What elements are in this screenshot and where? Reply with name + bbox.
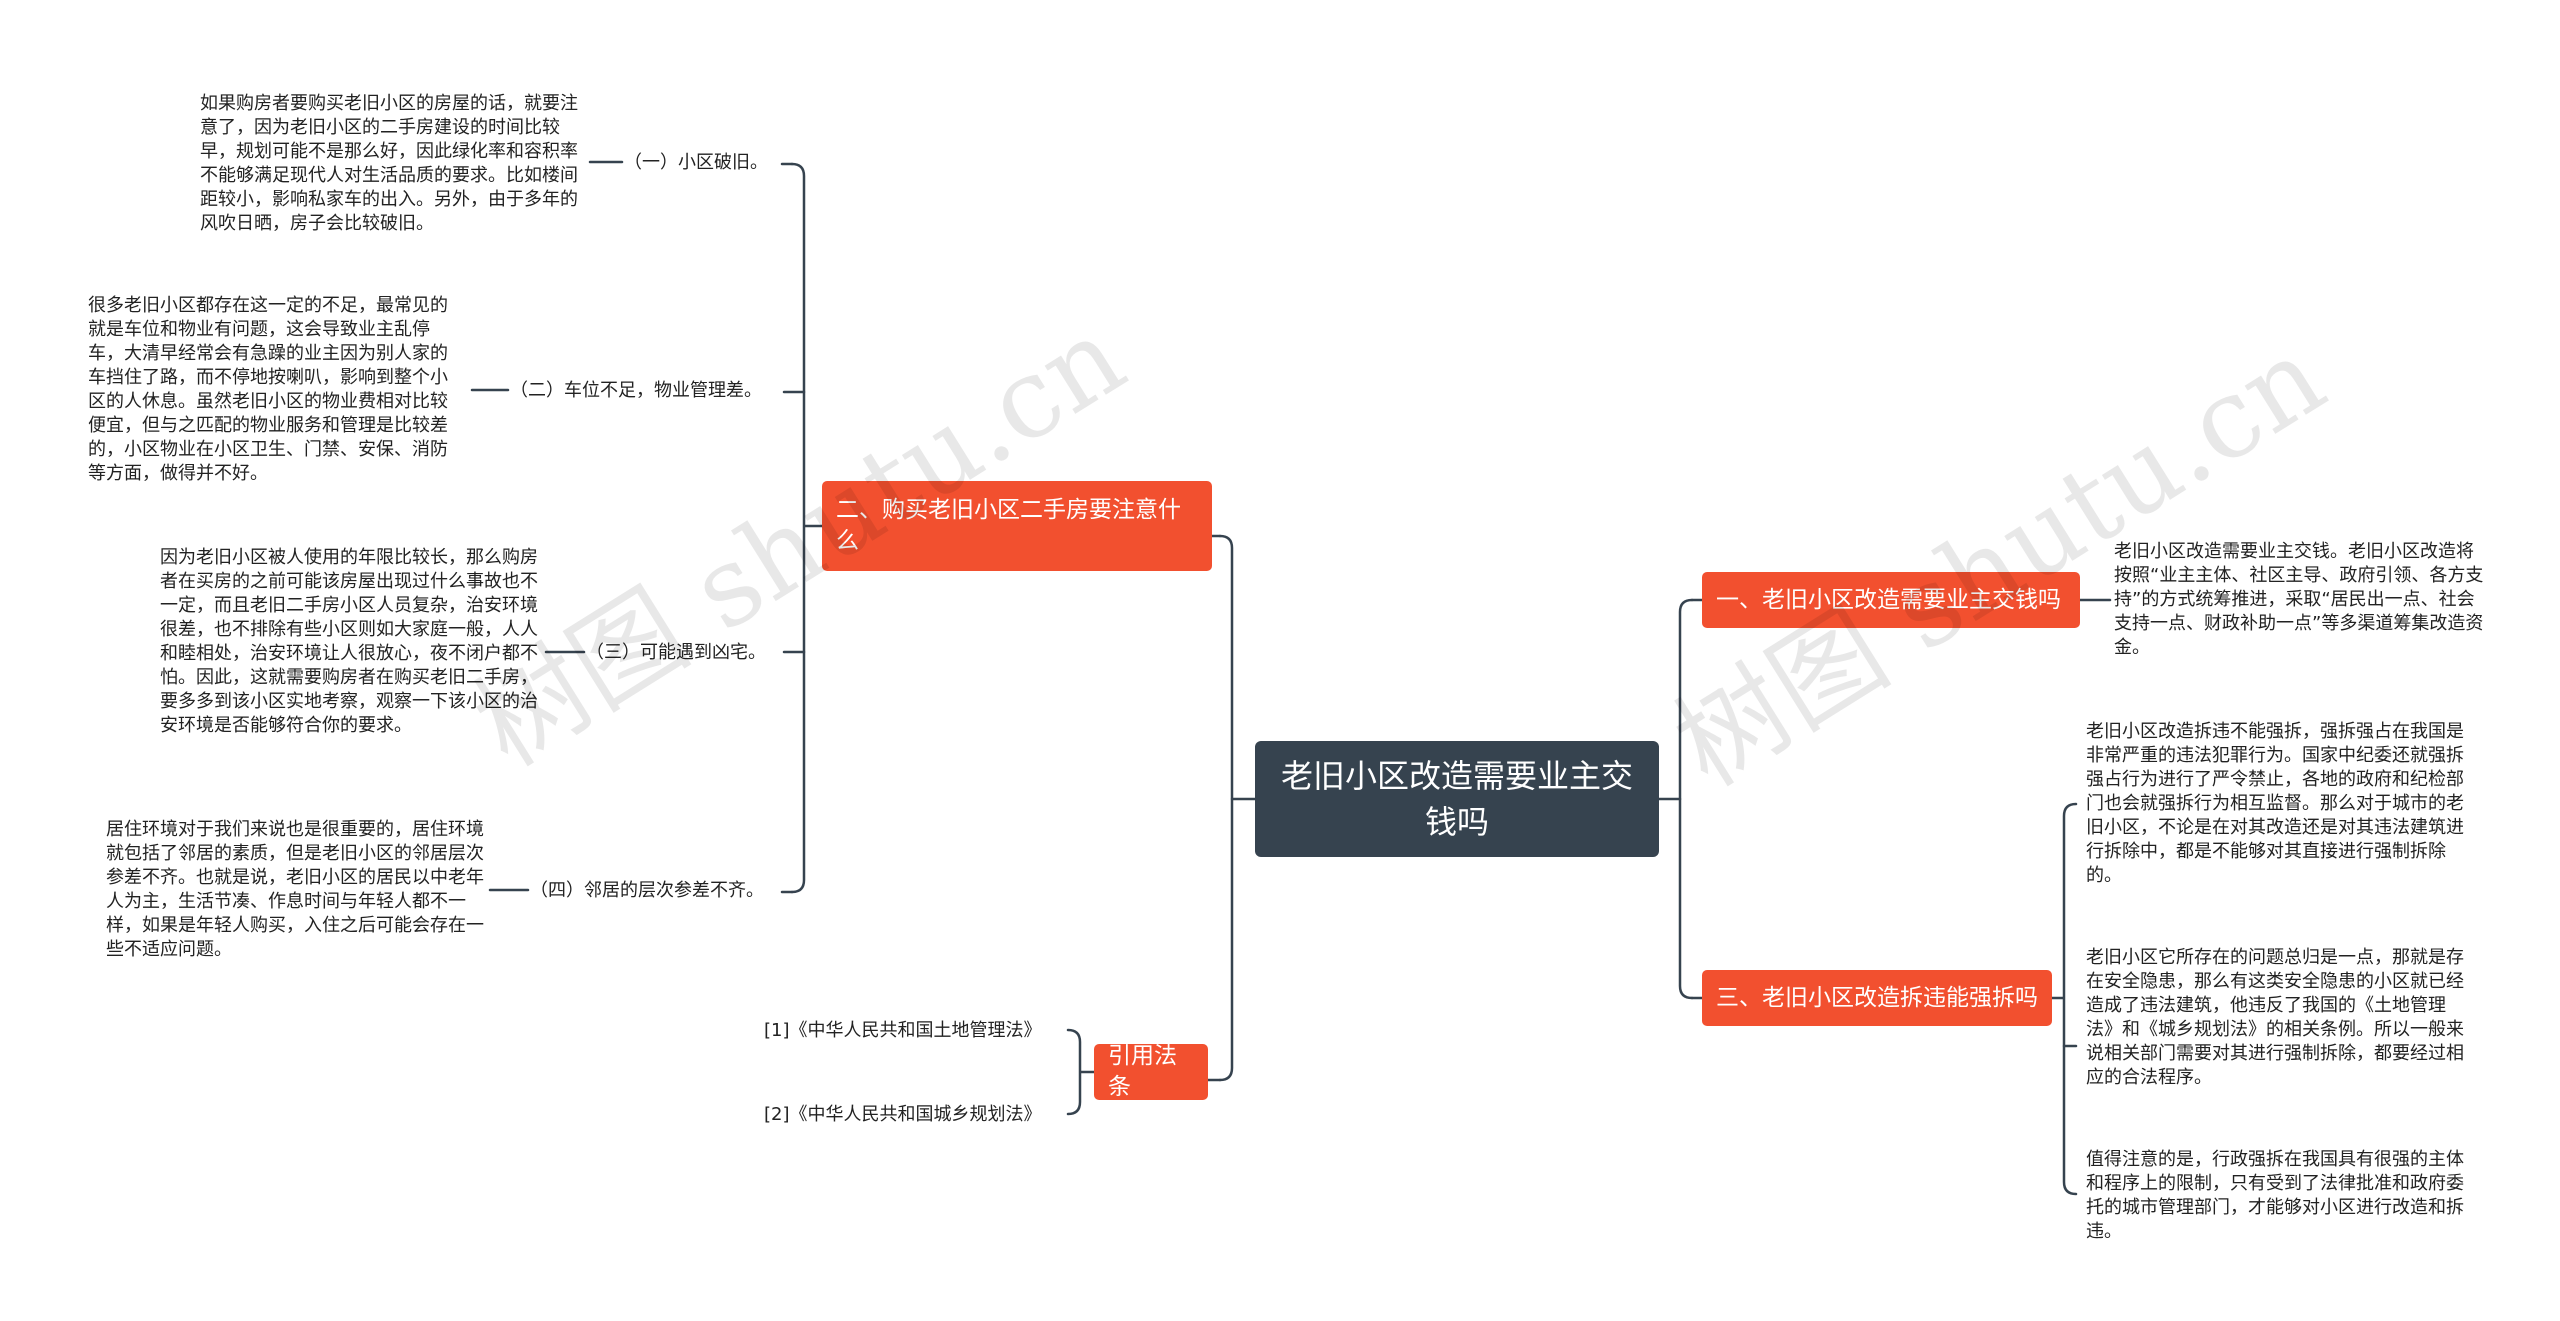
citation-1[interactable]: [1]《中华人民共和国土地管理法》 (764, 1020, 1042, 1041)
b3-item-3: 值得注意的是，行政强拆在我国具有很强的主体和程序上的限制，只有受到了法律批准和政… (2086, 1149, 2464, 1242)
b2-item-3-label[interactable]: （三）可能遇到凶宅。 (586, 642, 766, 663)
citation-2[interactable]: [2]《中华人民共和国城乡规划法》 (764, 1104, 1042, 1125)
link-b4-spine (1066, 1028, 1096, 1116)
link-right-spine (1678, 598, 1694, 1000)
central-topic-label: 老旧小区改造需要业主交钱吗 (1280, 757, 1633, 841)
link-left-spine (1218, 534, 1234, 1082)
b1-description: 老旧小区改造需要业主交钱。老旧小区改造将按照“业主主体、社区主导、政府引领、各方… (2114, 541, 2484, 658)
central-topic[interactable]: 老旧小区改造需要业主交钱吗 (1255, 741, 1659, 857)
link-b3-spine (2050, 802, 2078, 1196)
b2-item-4-desc: 居住环境对于我们来说也是很重要的，居住环境就包括了邻居的素质，但是老旧小区的邻居… (106, 819, 484, 960)
b2-item-2-desc: 很多老旧小区都存在这一定的不足，最常见的就是车位和物业有问题，这会导致业主乱停车… (88, 295, 448, 484)
b2-item-4-label[interactable]: （四）邻居的层次参差不齐。 (530, 880, 764, 901)
b3-item-1: 老旧小区改造拆违不能强拆，强拆强占在我国是非常严重的违法犯罪行为。国家中纪委还就… (2086, 721, 2464, 886)
branch-buy-notes[interactable]: 二、购买老旧小区二手房要注意什么 (822, 481, 1212, 571)
branch-need-pay-label: 一、老旧小区改造需要业主交钱吗 (1716, 586, 2061, 613)
b2-item-1-desc: 如果购房者要购买老旧小区的房屋的话，就要注意了，因为老旧小区的二手房建设的时间比… (200, 93, 578, 234)
b3-item-2: 老旧小区它所存在的问题总归是一点，那就是存在安全隐患，那么有这类安全隐患的小区就… (2086, 947, 2464, 1088)
b2-item-1-label[interactable]: （一）小区破旧。 (624, 152, 768, 173)
branch-demolition-label: 三、老旧小区改造拆违能强拆吗 (1716, 984, 2038, 1011)
link-b2-spine (790, 162, 824, 894)
b2-item-2-label[interactable]: （二）车位不足，物业管理差。 (510, 380, 762, 401)
branch-buy-notes-label: 二、购买老旧小区二手房要注意什么 (836, 497, 1181, 554)
branch-demolition[interactable]: 三、老旧小区改造拆违能强拆吗 (1702, 970, 2052, 1026)
branch-need-pay[interactable]: 一、老旧小区改造需要业主交钱吗 (1702, 572, 2080, 628)
branch-citations-label: 引用法条 (1108, 1043, 1177, 1100)
b2-item-3-desc: 因为老旧小区被人使用的年限比较长，那么购房者在买房的之前可能该房屋出现过什么事故… (160, 547, 538, 736)
branch-citations[interactable]: 引用法条 (1094, 1043, 1208, 1100)
